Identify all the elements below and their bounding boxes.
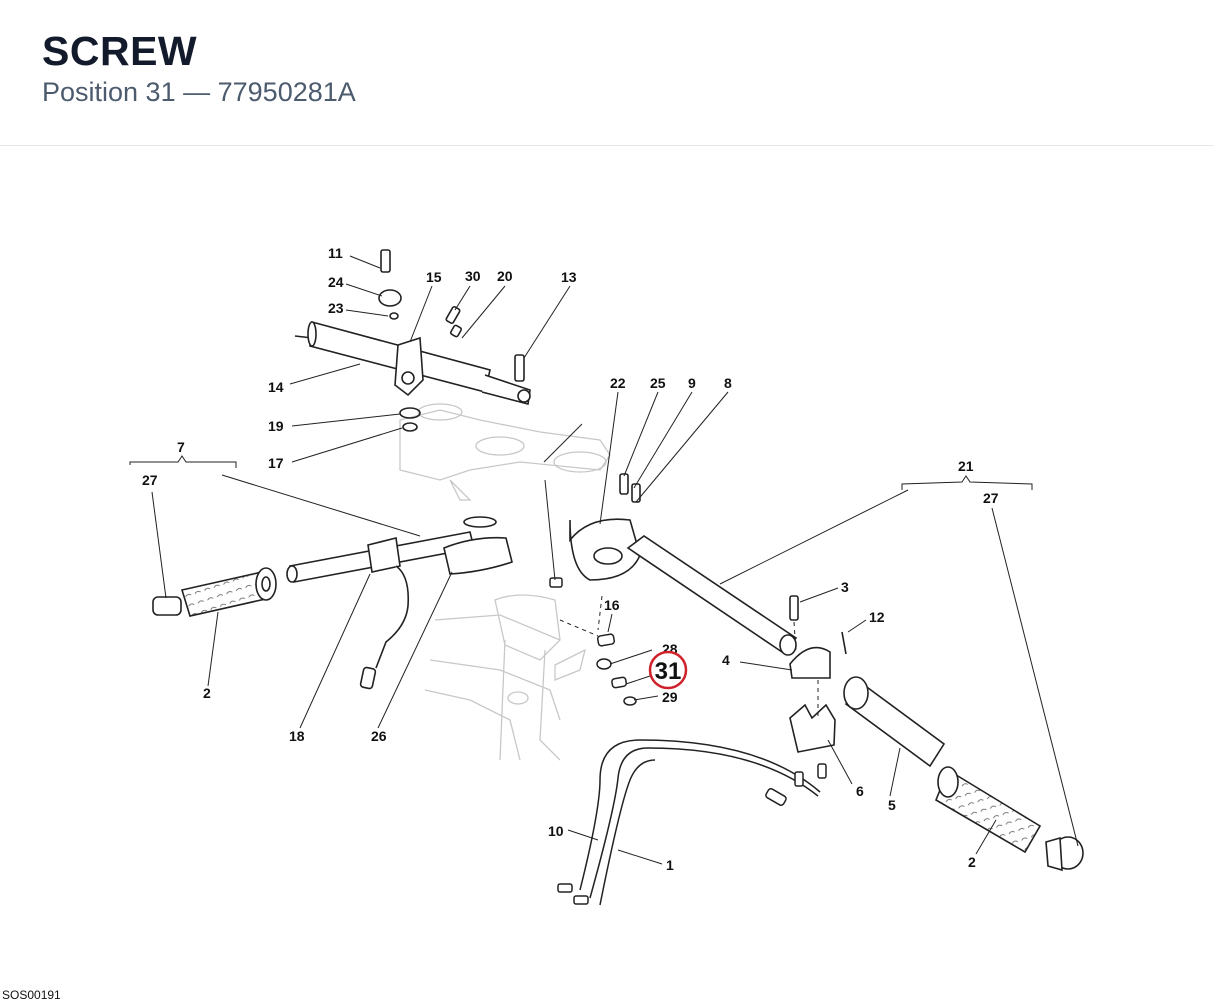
right-handlebar xyxy=(569,473,1084,872)
callout-9: 9 xyxy=(688,375,696,391)
callout-14: 14 xyxy=(268,379,284,395)
part-number: 77950281A xyxy=(217,77,356,107)
callout-7: 7 xyxy=(177,439,185,455)
callout-11: 11 xyxy=(328,245,343,261)
throttle-cables xyxy=(557,739,827,906)
fastener-group xyxy=(549,577,637,706)
highlighted-callout[interactable]: 31 xyxy=(648,650,688,690)
exploded-parts-diagram: 11 24 15 30 20 13 23 14 19 17 22 25 9 8 … xyxy=(129,245,1084,906)
callout-2-left: 2 xyxy=(203,685,211,701)
callout-30: 30 xyxy=(465,268,481,284)
callout-labels: 11 24 15 30 20 13 23 14 19 17 22 25 9 8 … xyxy=(142,245,999,873)
callout-25: 25 xyxy=(650,375,666,391)
callout-17: 17 xyxy=(268,455,284,471)
callout-3: 3 xyxy=(841,579,849,595)
page-header: SCREW Position 31 — 77950281A xyxy=(0,0,1214,146)
callout-22: 22 xyxy=(610,375,626,391)
callout-1: 1 xyxy=(666,857,674,873)
callout-27-right: 27 xyxy=(983,490,999,506)
dashed-guides xyxy=(559,595,819,716)
callout-13: 13 xyxy=(561,269,577,285)
background-frame xyxy=(399,403,611,761)
callout-2-right: 2 xyxy=(968,854,976,870)
steering-damper xyxy=(294,249,531,432)
callout-26: 26 xyxy=(371,728,387,744)
part-title: SCREW xyxy=(42,28,198,74)
callout-20: 20 xyxy=(497,268,513,284)
callout-4: 4 xyxy=(722,652,730,668)
highlight-ring xyxy=(648,650,688,690)
callout-24: 24 xyxy=(328,274,344,290)
callout-8: 8 xyxy=(724,375,732,391)
callout-23: 23 xyxy=(328,300,344,316)
leader-lines xyxy=(129,255,1079,865)
callout-18: 18 xyxy=(289,728,305,744)
callout-6: 6 xyxy=(856,783,864,799)
subtitle-separator: — xyxy=(183,77,211,107)
callout-31: 31 xyxy=(655,658,682,685)
left-handlebar xyxy=(152,516,513,690)
callout-5: 5 xyxy=(888,797,896,813)
callout-15: 15 xyxy=(426,269,442,285)
callout-12: 12 xyxy=(869,609,885,625)
part-subtitle: Position 31 — 77950281A xyxy=(42,77,356,108)
callout-27-left: 27 xyxy=(142,472,158,488)
drawing-code: SOS00191 xyxy=(2,988,61,1002)
callout-16: 16 xyxy=(604,597,620,613)
callout-19: 19 xyxy=(268,418,284,434)
callout-29: 29 xyxy=(662,689,678,705)
position-label: Position 31 xyxy=(42,77,176,107)
callout-21: 21 xyxy=(958,458,974,474)
callout-10: 10 xyxy=(548,823,564,839)
